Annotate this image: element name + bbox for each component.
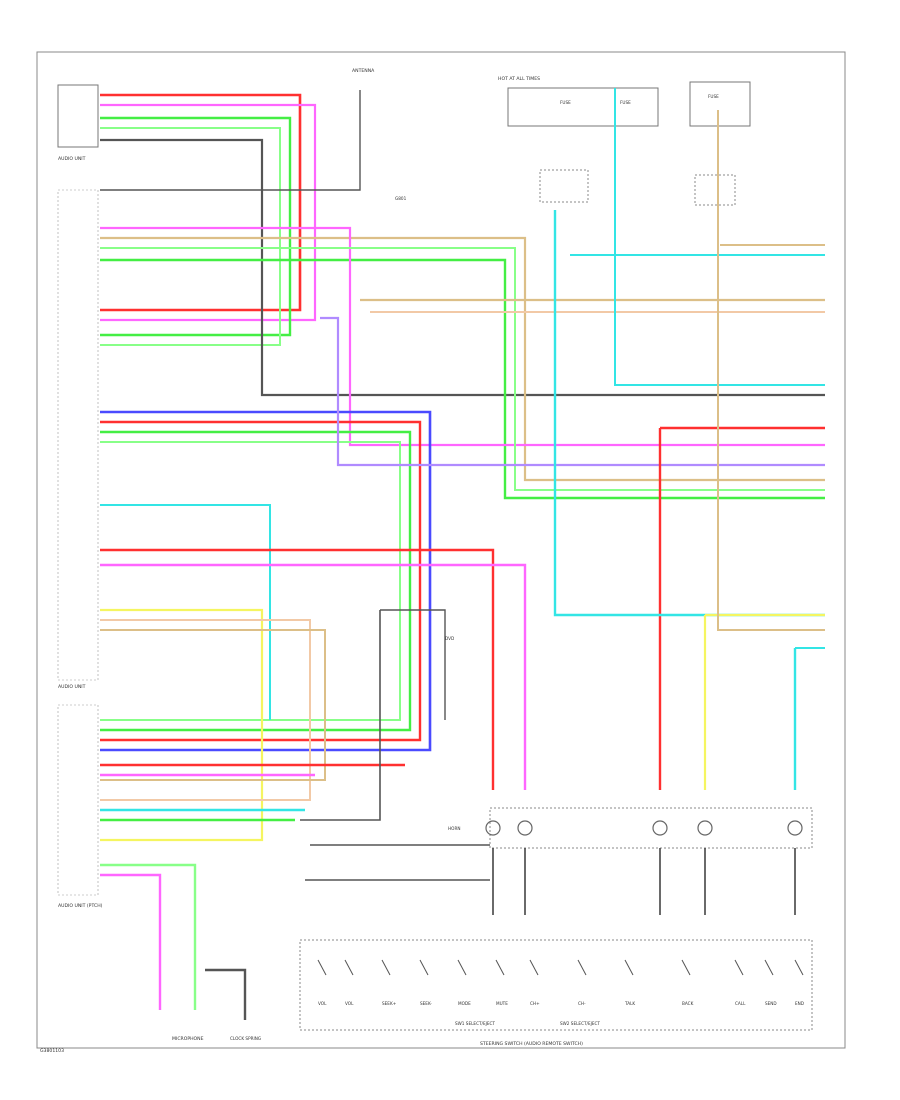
- wire-pink-lower: [100, 563, 527, 790]
- connector-right: [694, 174, 736, 206]
- wire-peach-low: [100, 619, 311, 801]
- switch-contact-4: [419, 959, 429, 976]
- switch-terminal-1: [485, 820, 501, 836]
- switch-label-11: CALL: [735, 1001, 746, 1006]
- footer-left: G3801103: [40, 1048, 64, 1054]
- switch-label-13: END: [795, 1001, 804, 1006]
- switch-circles: [485, 820, 803, 915]
- switch-terminal-2: [517, 820, 533, 836]
- wire-yellow: [100, 608, 264, 842]
- wire-dvd: [300, 610, 381, 821]
- switch-label-8: CH-: [578, 1001, 586, 1006]
- wire-violet: [320, 316, 825, 467]
- wire-group: [100, 88, 825, 1020]
- audio-unit-box-main: [57, 189, 99, 681]
- switch-label-12: SEND: [765, 1001, 777, 1006]
- wire-dvd-box: [380, 609, 446, 720]
- wire-tan-low: [100, 629, 326, 781]
- fuse-c-label: FUSE: [708, 94, 719, 99]
- wire-pink-top: [100, 103, 317, 322]
- wire-gray-top: [100, 138, 825, 397]
- wire-tan-right: [717, 110, 825, 631]
- switch-label-2: VOL: [345, 1001, 354, 1006]
- switch-terminal-5: [787, 820, 803, 836]
- switch-contact-12: [764, 959, 774, 976]
- switch-label-9: TALK: [624, 1001, 635, 1006]
- wire-blue: [100, 410, 432, 752]
- wire-mic-pink: [100, 873, 162, 1010]
- mic-label: MICROPHONE: [172, 1036, 204, 1042]
- fuse-block-top: [507, 87, 659, 127]
- switch-label-10: BACK: [682, 1001, 694, 1006]
- switch-contact-7: [529, 959, 539, 976]
- audio-unit-label-b: AUDIO UNIT: [58, 684, 86, 690]
- wire-mic-green: [100, 863, 197, 1010]
- wire-red-top: [100, 93, 302, 312]
- wire-green-a: [100, 258, 825, 500]
- wire-antenna: [100, 90, 361, 191]
- switch-label-7: CH+: [530, 1001, 540, 1006]
- switch-contact-10: [681, 959, 691, 976]
- switch-contact-5: [457, 959, 467, 976]
- wire-red-mid: [100, 420, 422, 742]
- switch-terminal-3: [652, 820, 668, 836]
- switch-contact-9: [624, 959, 634, 976]
- fuse-block-right: [689, 81, 751, 127]
- switch-contact-11: [734, 959, 744, 976]
- top-block-label: HOT AT ALL TIMES: [498, 76, 540, 82]
- switch-labels: VOL VOL SEEK+ SEEK- MODE MUTE CH+ CH- TALK BACK CA…: [317, 959, 804, 1006]
- switch-label-6: MUTE: [496, 1001, 508, 1006]
- sw2-label: SW2 SELECT/EJECT: [560, 1021, 600, 1026]
- switch-contact-3: [381, 959, 391, 976]
- wire-green-top: [100, 116, 292, 337]
- audio-unit-label-c: AUDIO UNIT (PTCH): [58, 903, 103, 909]
- footer-right: STEERING SWITCH (AUDIO REMOTE SWITCH): [480, 1041, 583, 1047]
- switch-label-1: VOL: [318, 1001, 327, 1006]
- audio-unit-box-lower: [57, 704, 99, 896]
- switch-contact-8: [577, 959, 587, 976]
- fuse-b-label: FUSE: [620, 100, 631, 105]
- dvd-label: DVD: [445, 636, 454, 641]
- wire-lgreen-mid: [100, 441, 401, 721]
- switch-contact-1: [317, 959, 327, 976]
- ground-label: G801: [395, 196, 407, 201]
- switch-contact-6: [495, 959, 505, 976]
- clock-label: CLOCK SPRING: [230, 1036, 261, 1041]
- sw1-label: SW1 SELECT/EJECT: [455, 1021, 495, 1026]
- wire-red-lower: [100, 548, 495, 790]
- switch-array-box: [299, 939, 813, 1031]
- switch-contact-2: [344, 959, 354, 976]
- wire-cyan-long: [553, 210, 825, 617]
- wire-tan-a: [100, 236, 825, 482]
- horn-label: HORN: [448, 826, 461, 831]
- switch-label-5: MODE: [458, 1001, 471, 1006]
- wire-cyan-top: [614, 88, 825, 386]
- connector-mid: [539, 169, 589, 203]
- diagram-frame: [36, 51, 846, 1049]
- switch-label-3: SEEK+: [382, 1001, 397, 1006]
- switch-terminal-4: [697, 820, 713, 836]
- audio-unit-label-a: AUDIO UNIT: [58, 156, 86, 162]
- switch-contact-13: [794, 959, 804, 976]
- fuse-a-label: FUSE: [560, 100, 571, 105]
- switch-label-4: SEEK-: [420, 1001, 432, 1006]
- steering-switch-box: [489, 807, 813, 849]
- wire-green-mid: [100, 430, 412, 732]
- wire-cyan-mid: [100, 504, 271, 720]
- wire-lgreen-top: [100, 127, 281, 346]
- wire-ground: [205, 968, 247, 1020]
- antenna-label: ANTENNA: [352, 68, 375, 74]
- audio-unit-box-top: [57, 84, 99, 148]
- wire-lgreen-a: [100, 247, 825, 491]
- wire-pink-a: [100, 226, 825, 447]
